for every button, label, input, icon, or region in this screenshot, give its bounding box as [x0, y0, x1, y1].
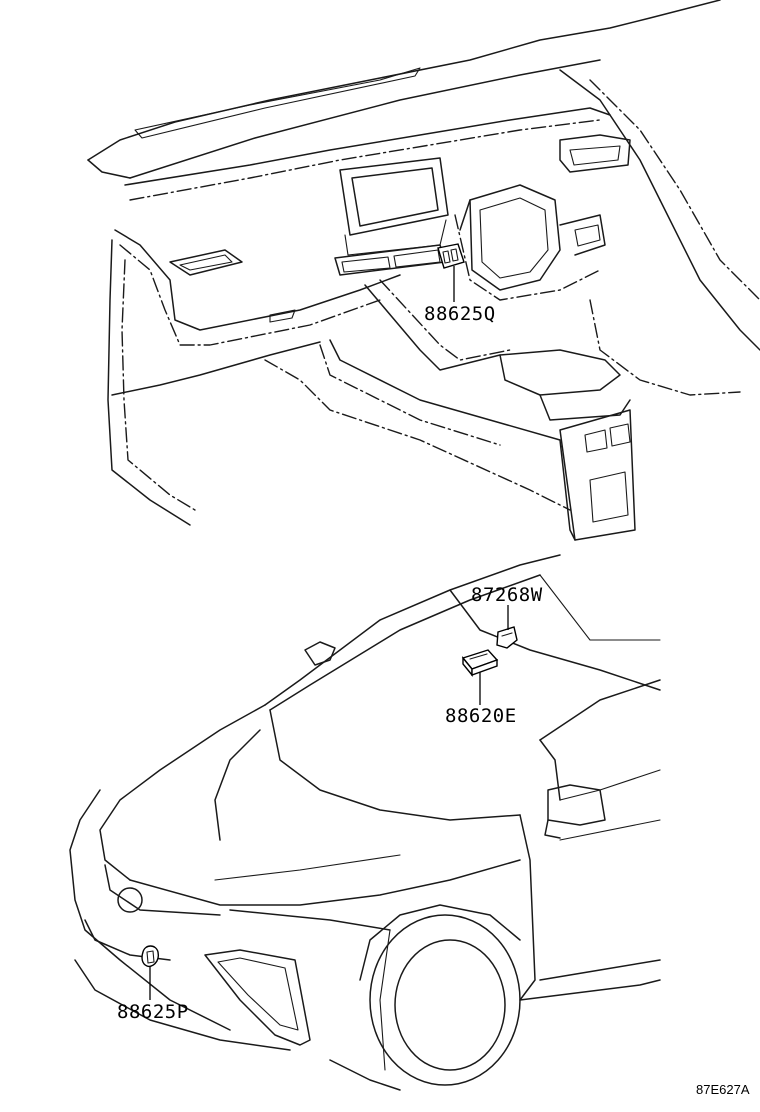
vehicle-exterior-illustration	[69, 554, 661, 1091]
callout-88625P: 88625P	[117, 1001, 189, 1023]
part-87268W-shape	[496, 626, 518, 649]
part-88620E-shape	[461, 649, 499, 677]
diagram-reference-code: 87E627A	[696, 1082, 750, 1097]
callout-87268W: 87268W	[471, 584, 543, 606]
callout-88620E: 88620E	[445, 705, 517, 727]
part-88625P-shape	[141, 945, 160, 968]
callout-88625Q: 88625Q	[424, 303, 496, 325]
dashboard-interior-illustration	[87, 0, 760, 541]
leader-lines	[149, 266, 509, 1000]
part-88625Q-shape	[437, 243, 465, 269]
